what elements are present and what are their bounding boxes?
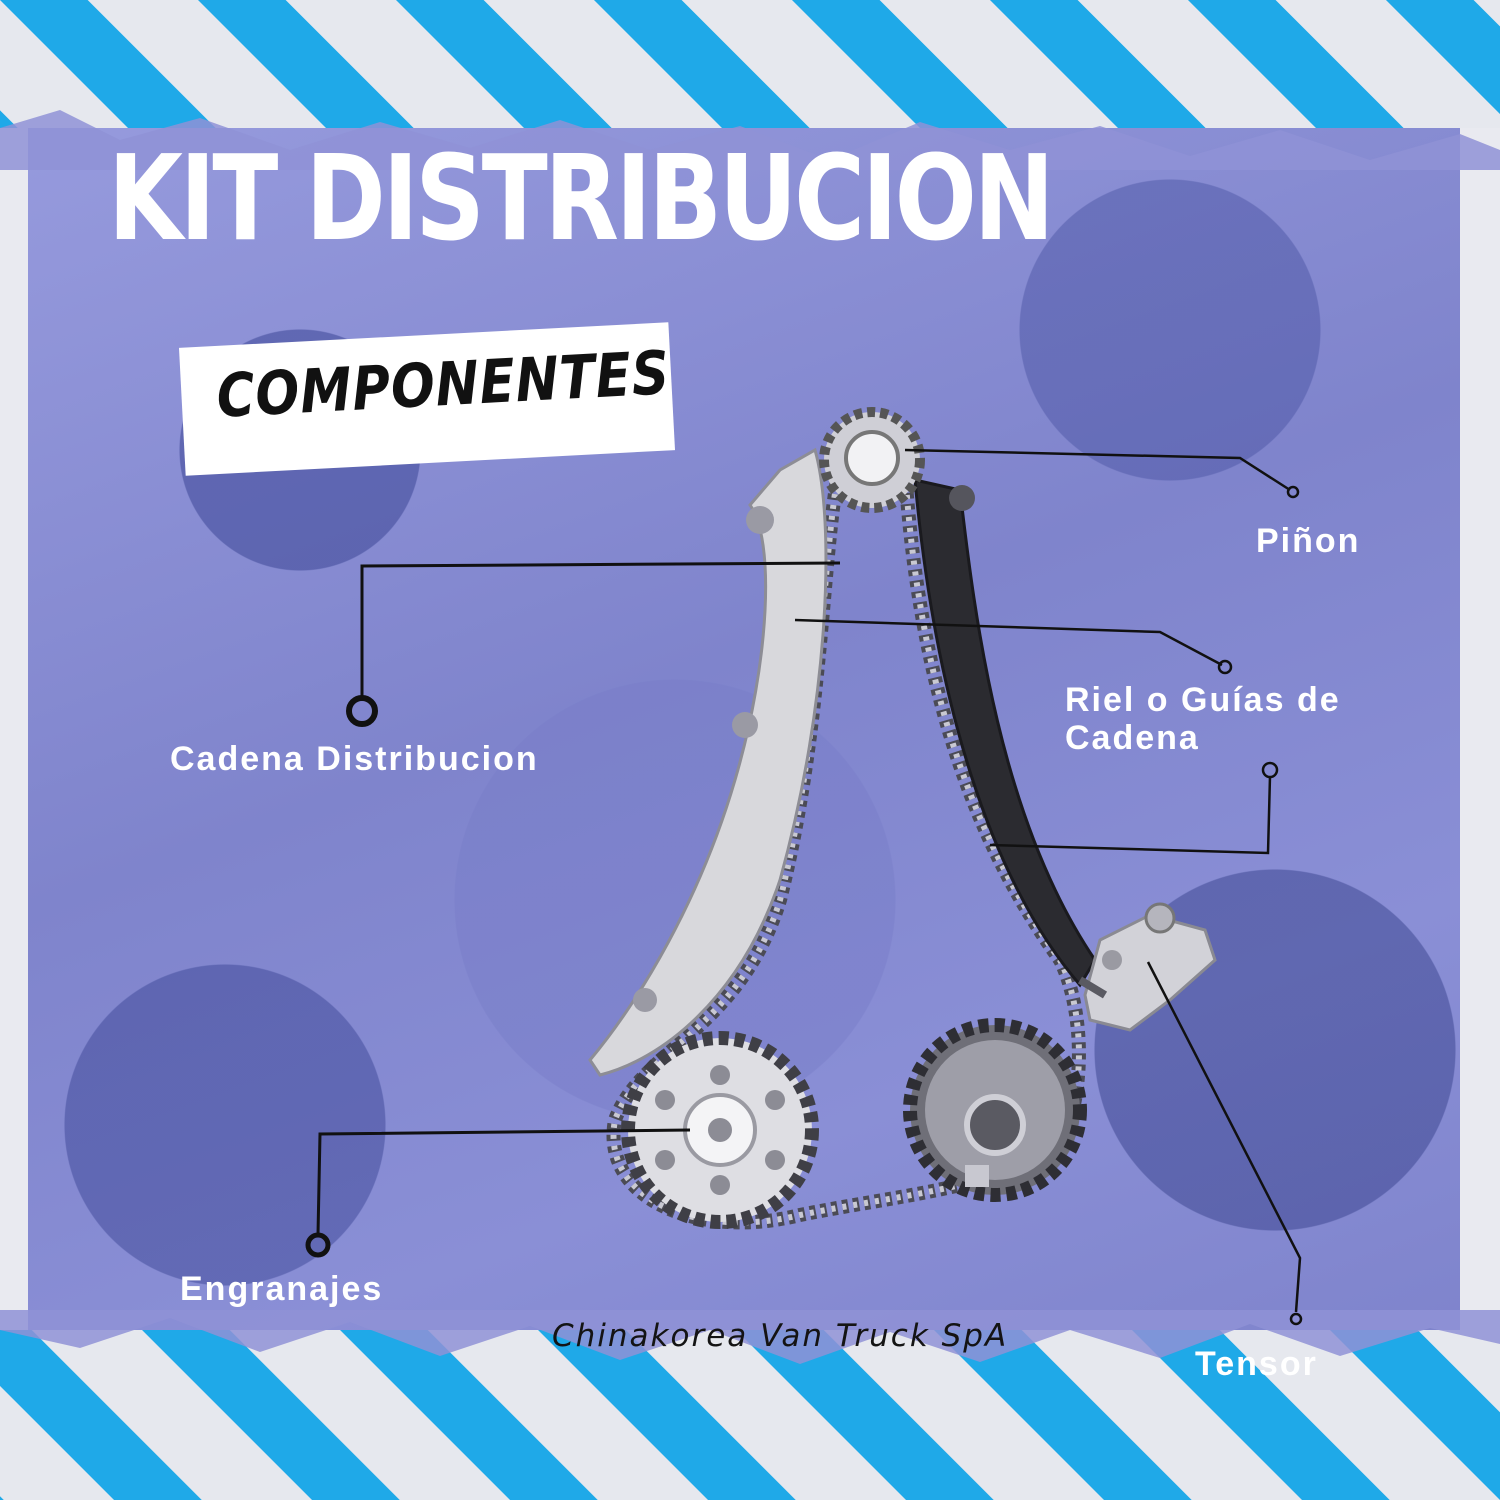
stripe-band-top <box>0 0 1500 128</box>
label-engranajes: Engranajes <box>180 1270 384 1308</box>
brand-name: Chinakorea Van Truck SpA <box>552 1318 1009 1354</box>
page-title: KIT DISTRIBUCION <box>108 129 1055 267</box>
guide-rail-left <box>588 447 828 1077</box>
top-sprocket <box>819 407 925 513</box>
label-pinon: Piñon <box>1256 522 1361 560</box>
crank-gear <box>621 1031 819 1229</box>
label-riel-line1: Riel o Guías de <box>1065 681 1341 719</box>
stripe-band-bottom <box>0 1330 1500 1500</box>
callout-pinon <box>904 448 1300 499</box>
torn-edge-right <box>1460 60 1500 1440</box>
callout-cadena <box>346 561 841 727</box>
callout-tensor <box>1146 961 1303 1326</box>
guide-rail-right <box>913 478 1097 988</box>
callout-engranajes <box>305 1128 691 1258</box>
label-riel-line2: Cadena <box>1065 719 1200 757</box>
label-cadena: Cadena Distribucion <box>170 740 539 778</box>
callout-riel-2 <box>989 761 1279 855</box>
cam-gear <box>903 1018 1087 1202</box>
torn-edge-left <box>0 60 28 1440</box>
callout-riel <box>794 618 1233 675</box>
tensioner <box>1077 902 1217 1032</box>
label-tensor: Tensor <box>1195 1345 1318 1383</box>
